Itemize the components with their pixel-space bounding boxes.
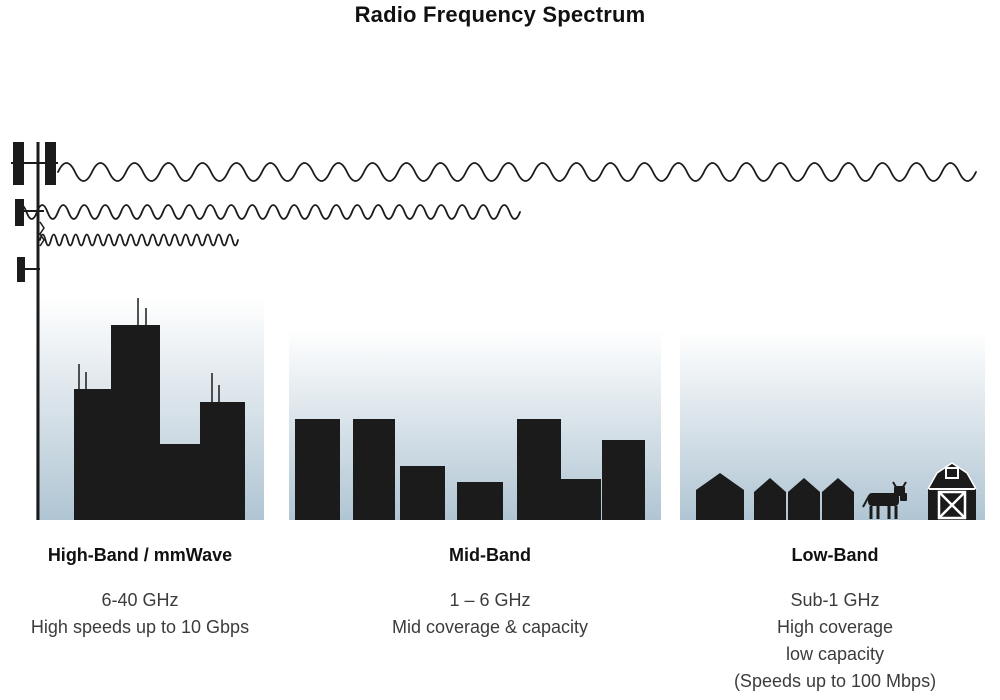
barn-icon xyxy=(927,462,977,520)
band-name-low: Low-Band xyxy=(791,545,879,565)
village-houses-icon xyxy=(696,473,854,520)
band-name-high: High-Band / mmWave xyxy=(47,545,233,565)
band-column-high: High-Band / mmWave 6-40 GHz High speeds … xyxy=(15,545,265,641)
band-freq-low: Sub-1 GHz xyxy=(790,590,880,610)
cell-tower-icon xyxy=(11,142,58,520)
city-skyline-icon xyxy=(74,298,245,520)
band-desc-low-3: (Speeds up to 100 Mbps) xyxy=(733,671,937,691)
band-freq-high: 6-40 GHz xyxy=(101,590,179,610)
low-band-wave-icon xyxy=(57,162,977,182)
cow-icon xyxy=(862,481,907,519)
high-band-wave-icon xyxy=(39,233,239,247)
band-desc-low-2: low capacity xyxy=(785,644,885,664)
band-name-mid: Mid-Band xyxy=(449,545,531,565)
diagram-title: Radio Frequency Spectrum xyxy=(354,2,646,27)
band-desc-mid: Mid coverage & capacity xyxy=(391,617,589,637)
band-column-mid: Mid-Band 1 – 6 GHz Mid coverage & capaci… xyxy=(350,545,630,641)
band-column-low: Low-Band Sub-1 GHz High coverage low cap… xyxy=(690,545,980,695)
band-freq-mid: 1 – 6 GHz xyxy=(449,590,531,610)
band-desc-low-1: High coverage xyxy=(776,617,894,637)
mid-band-wave-icon xyxy=(15,204,521,220)
band-desc-high: High speeds up to 10 Gbps xyxy=(30,617,250,637)
midrise-buildings-icon xyxy=(295,419,645,520)
